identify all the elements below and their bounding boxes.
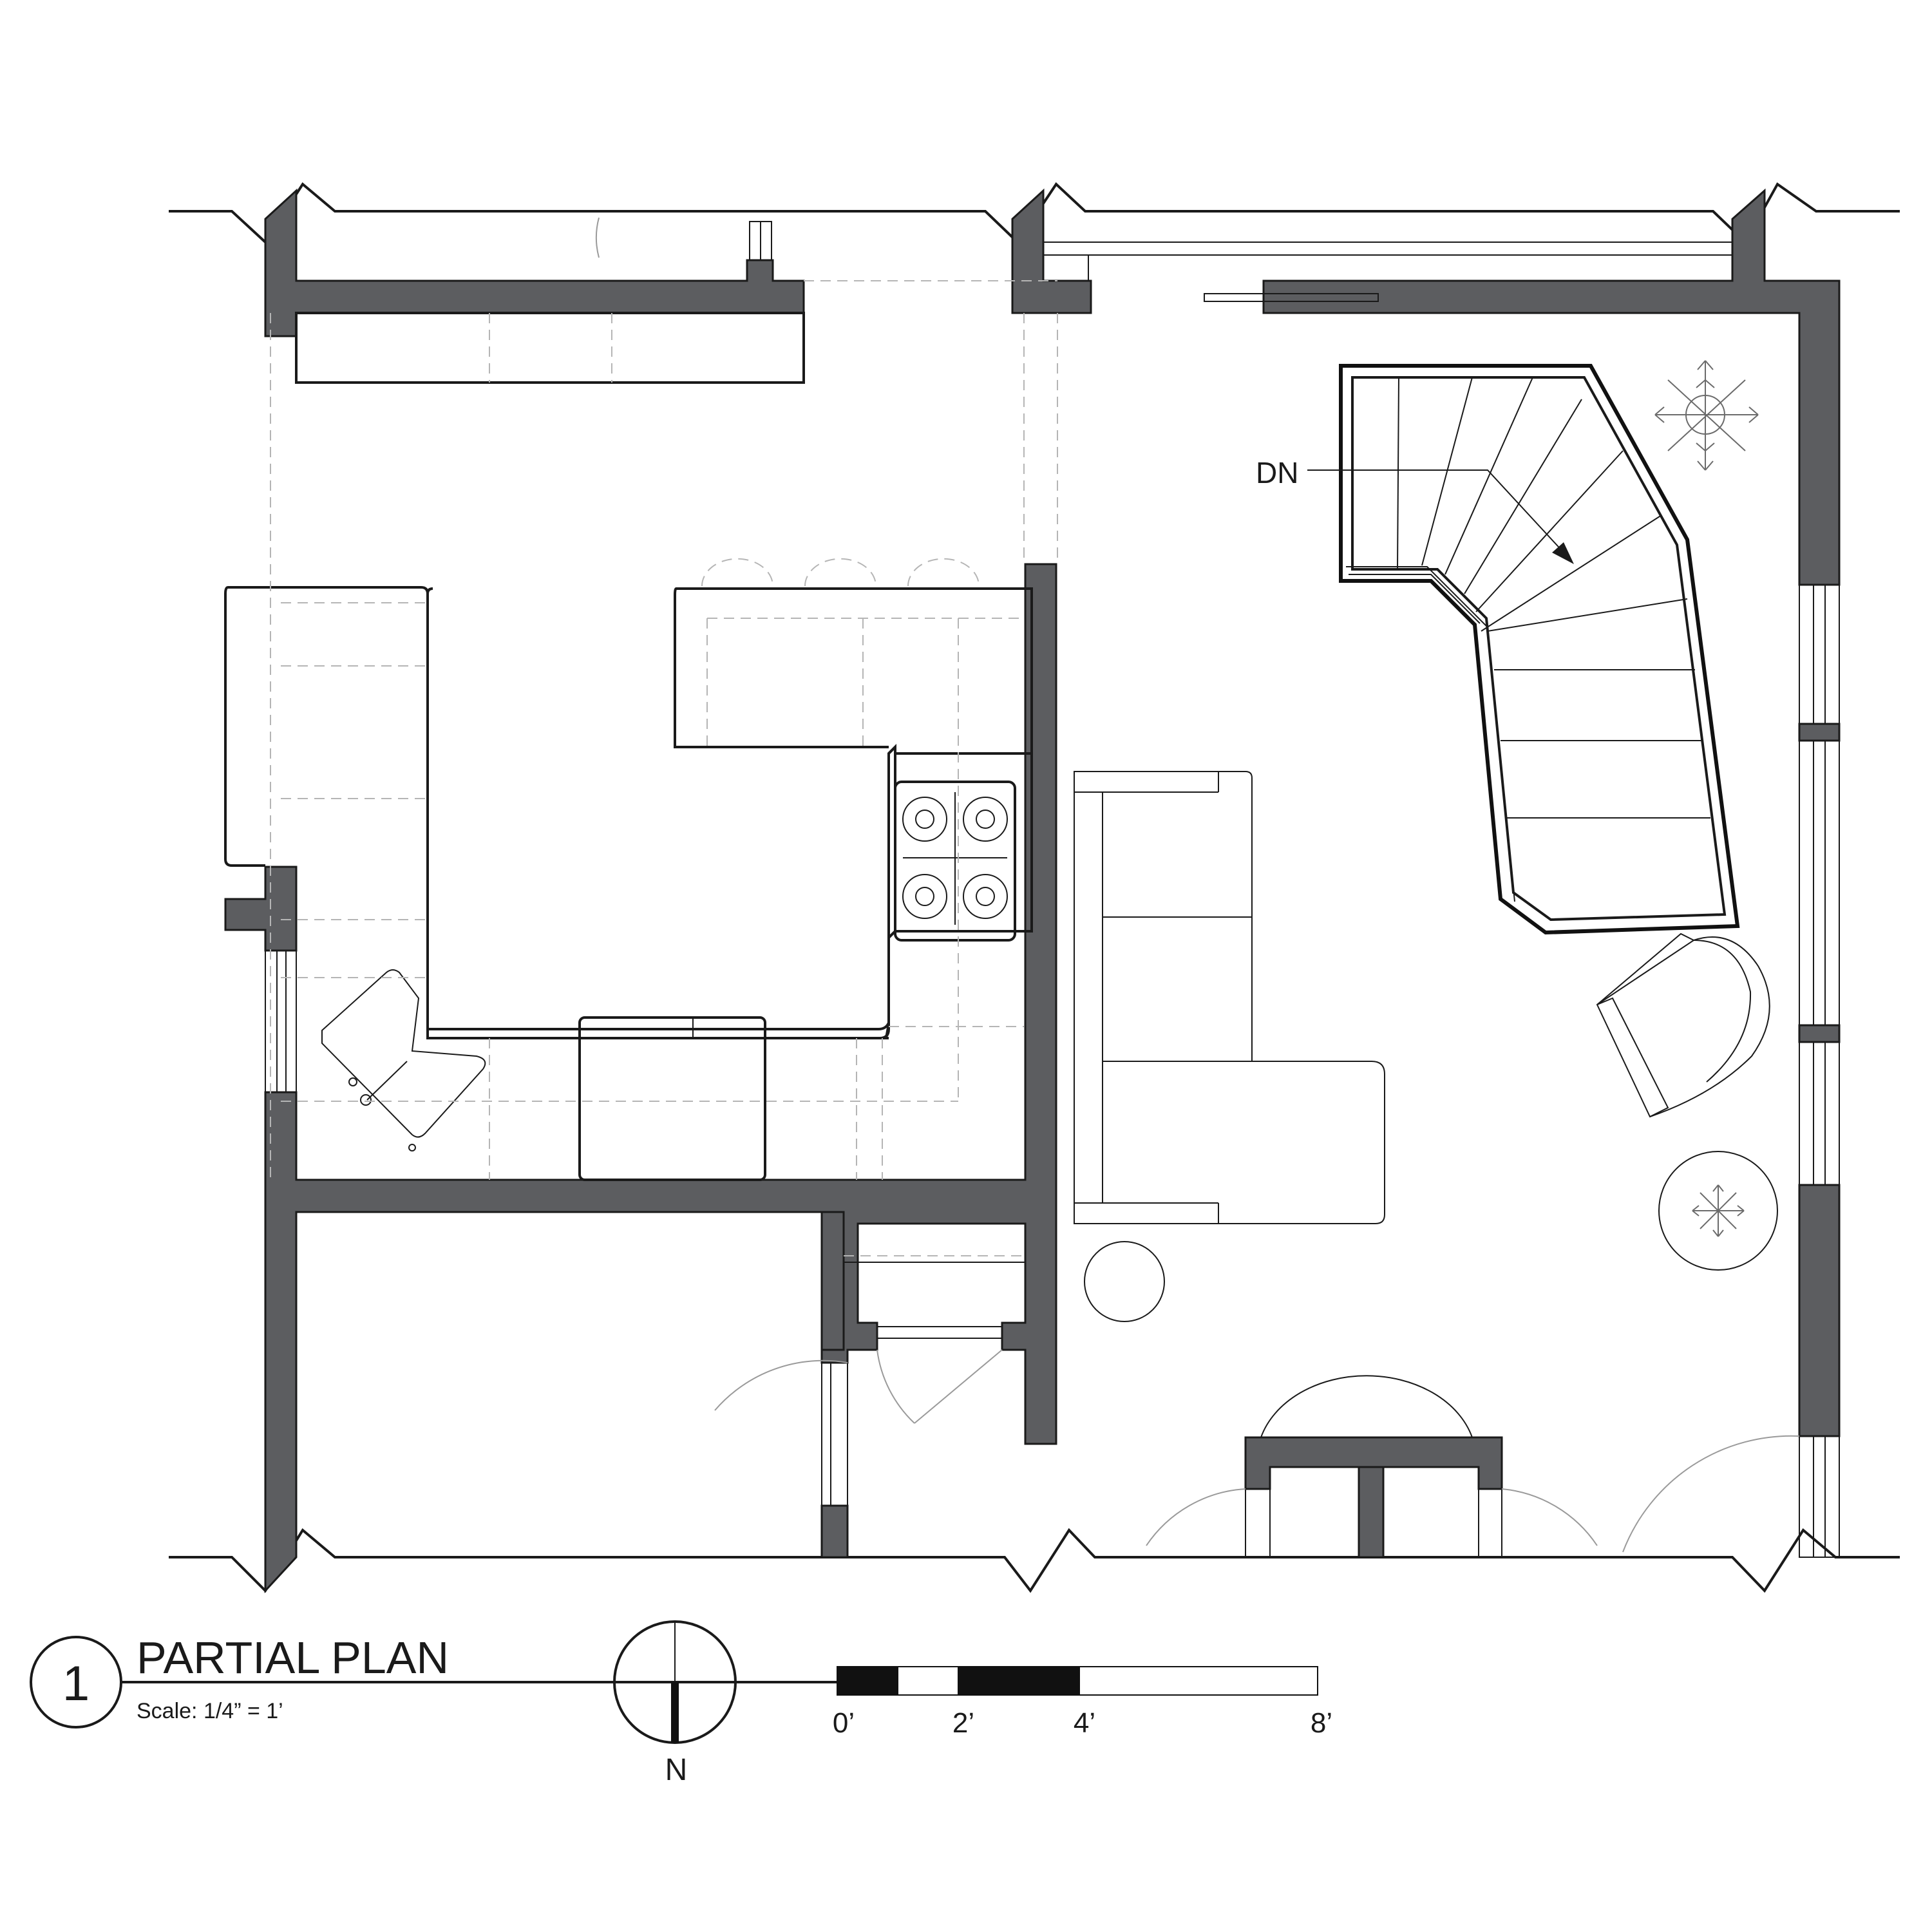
cooktop [894,781,1016,942]
wall-top-right [1262,188,1841,586]
stair-arrow-head-icon [1552,542,1574,564]
windows [265,221,1840,1558]
corner-sink [321,969,486,1151]
north-arrow: N [613,1620,737,1787]
hidden-lines [270,280,1058,1256]
wall-left-lower [264,563,1057,1593]
upper-cabinet [295,312,805,384]
wall-right-lower [1798,1184,1841,1437]
plant-icon [1654,360,1759,471]
stair-treads [1397,377,1710,819]
scale-bar: 0’ 2’ 4’ 8’ [833,1666,1332,1739]
side-table [1084,1241,1165,1322]
door-swings [596,217,1800,1553]
stair-outline [1339,364,1740,935]
planter [1658,1151,1778,1271]
plant-icon [1692,1184,1745,1237]
scale-tick-2: 2’ [952,1707,974,1739]
stair: DN [1256,364,1740,935]
wall-door-jamb-low [820,1504,849,1558]
armchair [1596,933,1770,1118]
drawing-scale: Scale: 1/4” = 1’ [137,1699,283,1723]
refrigerator [578,1016,766,1181]
stair-direction-arrow [1307,469,1566,554]
kitchen [224,280,1058,1263]
sectional-sofa [1074,771,1385,1224]
drawing-title: PARTIAL PLAN [137,1633,449,1683]
wall-right-pier-1 [1798,723,1841,742]
left-counter [228,586,896,1039]
title-block: 1 PARTIAL PLAN Scale: 1/4” = 1’ [30,1633,841,1728]
scale-tick-4: 4’ [1074,1707,1095,1739]
wall-top-middle [1011,188,1092,314]
scale-tick-0: 0’ [833,1707,855,1739]
wall-left-bump [224,866,298,952]
living-area [1074,360,1778,1322]
drawing-number: 1 [62,1656,90,1711]
wall-closet [820,1211,845,1351]
wall-right-pier-2 [1798,1024,1841,1043]
cooktop-burners [902,792,1008,925]
walls [224,188,1841,1593]
wall-entry-mid [1358,1466,1385,1558]
kitchen-island [426,587,1033,1039]
north-label: N [665,1753,688,1787]
scale-tick-8: 8’ [1311,1707,1332,1739]
stair-label: DN [1256,456,1298,489]
